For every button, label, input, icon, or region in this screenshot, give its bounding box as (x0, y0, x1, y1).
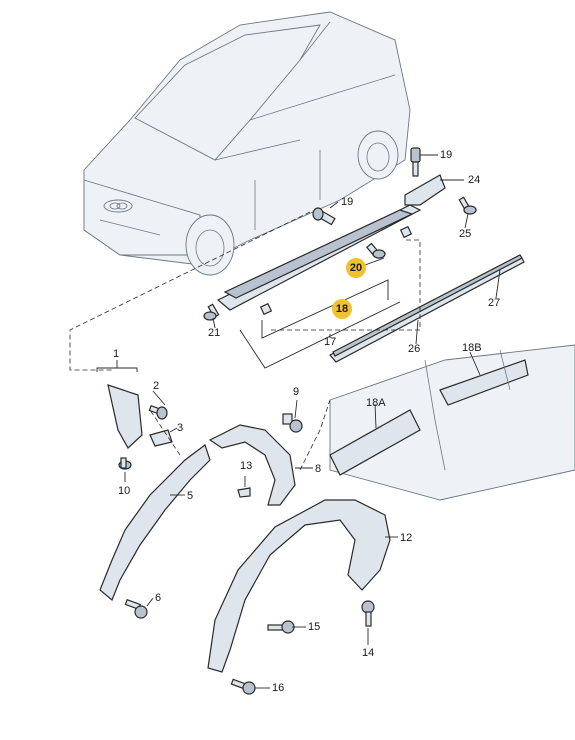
screw-19b (312, 207, 336, 226)
callout-1: 1 (113, 348, 120, 360)
screw-15 (267, 620, 295, 634)
callout-13: 13 (240, 460, 253, 472)
screw-20 (365, 242, 386, 259)
callout-19a: 19 (440, 149, 453, 161)
callout-17: 17 (324, 336, 337, 348)
callout-15: 15 (308, 621, 321, 633)
callout-8: 8 (315, 463, 322, 475)
screw-10 (118, 457, 132, 470)
callout-18: 18 (332, 299, 352, 319)
callout-16: 16 (272, 682, 285, 694)
callout-12: 12 (400, 532, 413, 544)
bracket-1 (107, 384, 143, 449)
sill-panel-lower (329, 344, 575, 501)
callout-21: 21 (208, 327, 221, 339)
wheel-liner-8 (208, 424, 296, 506)
callout-10: 10 (118, 485, 131, 497)
clip-13 (237, 487, 251, 498)
screw-19a (410, 147, 421, 177)
wheel-liner-5 (99, 444, 211, 601)
clip-3 (149, 429, 173, 447)
callout-26: 26 (408, 343, 421, 355)
screw-14 (361, 600, 375, 627)
callout-6: 6 (155, 592, 162, 604)
callout-3: 3 (177, 422, 184, 434)
callout-19b: 19 (341, 196, 354, 208)
screw-21 (203, 303, 220, 321)
callout-2: 2 (153, 380, 160, 392)
screw-6 (124, 598, 148, 619)
callout-9: 9 (293, 386, 300, 398)
bracket-24 (404, 174, 446, 206)
car-body (83, 11, 411, 276)
screw-2 (148, 404, 168, 420)
callout-24: 24 (468, 174, 481, 186)
callout-25: 25 (459, 228, 472, 240)
screw-25 (458, 196, 477, 215)
screw-16 (230, 678, 256, 695)
callout-27: 27 (488, 297, 501, 309)
callout-14: 14 (362, 647, 375, 659)
callout-5: 5 (187, 490, 194, 502)
wheel-arch-12 (207, 499, 391, 673)
screw-9 (282, 413, 303, 433)
callout-20: 20 (346, 258, 366, 278)
callout-18A: 18A (366, 397, 386, 409)
callout-18B: 18B (462, 342, 482, 354)
